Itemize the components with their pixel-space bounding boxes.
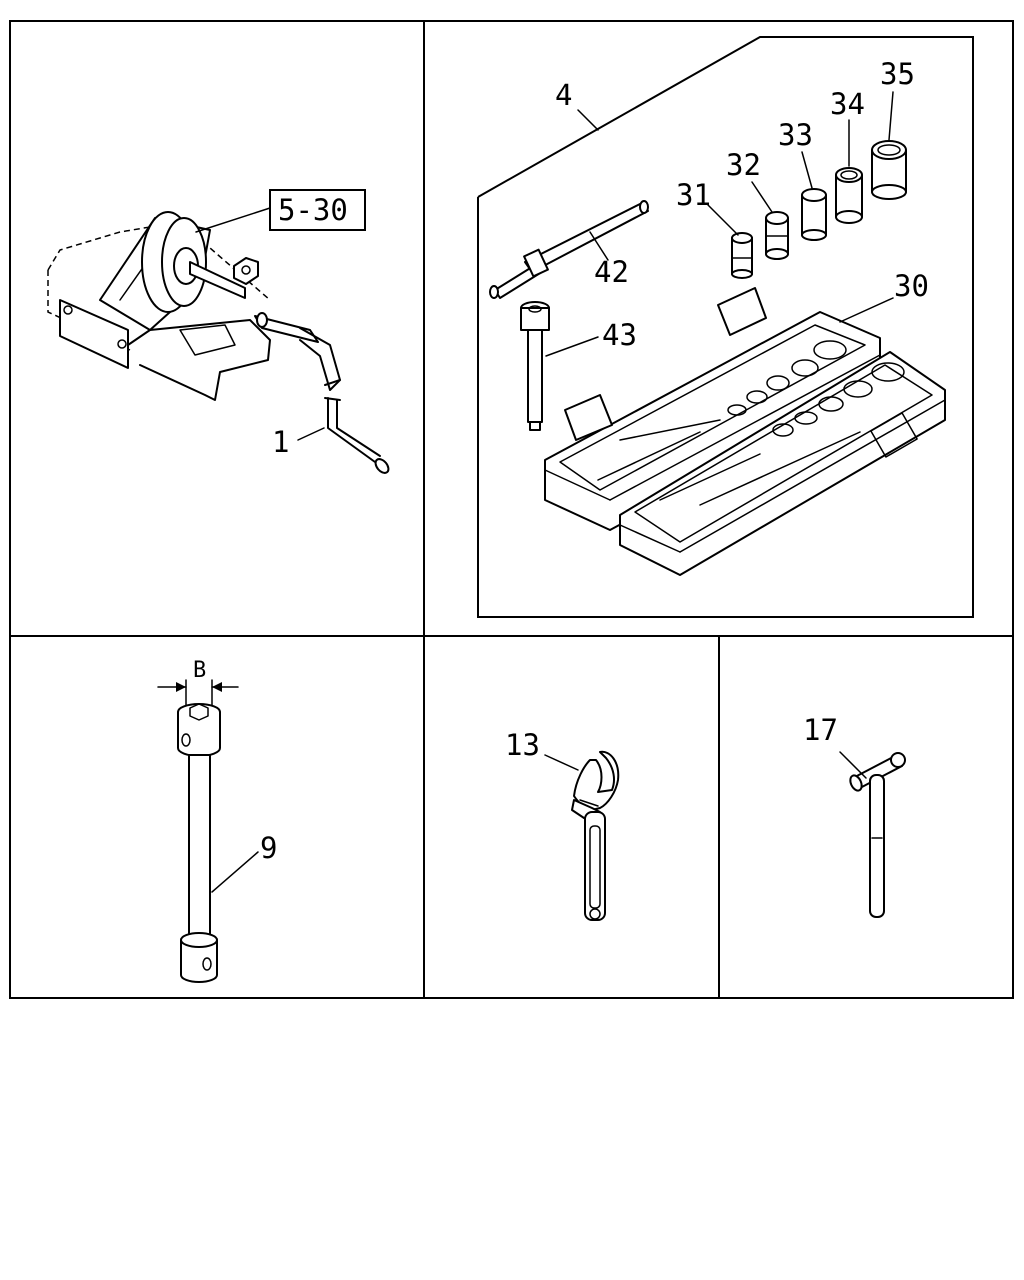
panel-adjustable-wrench: 13 <box>505 728 620 921</box>
t-bar-handle-drawing <box>489 200 649 299</box>
callout-32: 32 <box>726 148 761 182</box>
callout-43: 43 <box>602 318 637 352</box>
leader-43 <box>545 336 599 357</box>
leader-1 <box>297 427 325 441</box>
leader-35 <box>888 91 894 141</box>
socket-33-drawing <box>801 188 827 241</box>
reference-label-5-30: 5-30 <box>278 193 348 227</box>
winch-handle-drawing <box>324 397 390 474</box>
socket-32-drawing <box>765 211 789 260</box>
socket-35-drawing <box>871 140 907 200</box>
callout-9: 9 <box>260 831 277 865</box>
leader-4 <box>577 109 599 131</box>
reference-box-5-30 <box>269 189 366 231</box>
leader-9 <box>211 851 259 893</box>
winch-assembly-drawing <box>47 211 341 401</box>
callout-1: 1 <box>272 425 289 459</box>
callout-42: 42 <box>594 255 629 289</box>
callout-33: 33 <box>778 118 813 152</box>
callout-35: 35 <box>880 57 915 91</box>
dimension-label-b: B <box>193 658 206 683</box>
panel-tool-kit: 4 42 43 31 <box>477 36 974 618</box>
socket-31-drawing <box>731 232 753 279</box>
leader-33 <box>801 151 813 189</box>
leader-30 <box>839 297 894 323</box>
callout-17: 17 <box>803 713 838 747</box>
leader-13 <box>544 754 579 771</box>
callout-4: 4 <box>555 78 572 112</box>
wheel-nut-wrench-drawing <box>177 703 221 983</box>
diagram-grid <box>9 20 1014 999</box>
tool-case-drawing <box>544 287 946 576</box>
panel-spare-tire-winch: 5-30 1 <box>47 189 390 474</box>
hammer-drawing <box>849 752 906 918</box>
leader-32 <box>751 181 773 213</box>
callout-34: 34 <box>830 87 865 121</box>
leader-42 <box>589 231 609 261</box>
kit-group-outline <box>477 36 974 618</box>
panel-hammer: 17 <box>803 713 906 918</box>
leader-5-30 <box>195 207 271 233</box>
leader-31 <box>707 204 739 236</box>
adjustable-wrench-drawing <box>571 750 620 921</box>
leader-17 <box>839 751 867 779</box>
callout-13: 13 <box>505 728 540 762</box>
panel-wheel-nut-wrench: B 9 <box>157 658 277 983</box>
extension-bar-drawing <box>520 301 550 431</box>
callout-30: 30 <box>894 269 929 303</box>
socket-34-drawing <box>835 167 863 224</box>
callout-31: 31 <box>676 178 711 212</box>
